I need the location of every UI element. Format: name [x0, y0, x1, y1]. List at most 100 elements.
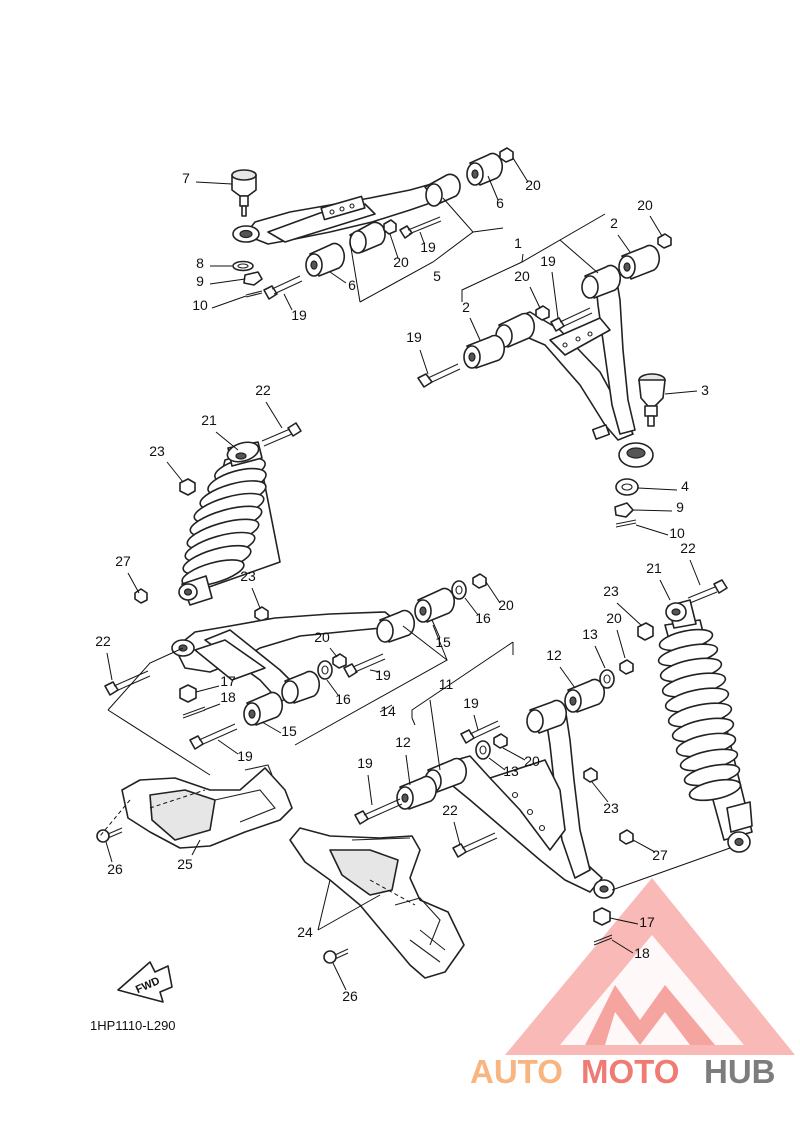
callout-c26b: 26: [342, 988, 358, 1004]
washer-16-upper: [451, 580, 467, 600]
callout-c4: 4: [681, 478, 689, 494]
ball-joint-right: [638, 373, 666, 427]
bolt-19-upper-left: [399, 216, 442, 239]
callout-c3: 3: [701, 382, 709, 398]
callout-c16b: 16: [335, 691, 351, 707]
nut-20-right-lower-a: [619, 659, 634, 675]
nut-20-lower-left-b: [332, 653, 347, 669]
callout-c9b: 9: [676, 499, 684, 515]
callout-c19c: 19: [291, 307, 307, 323]
callout-c23a: 23: [149, 443, 165, 459]
nut-27-right: [619, 829, 634, 845]
callout-c13b: 13: [503, 763, 519, 779]
callout-c11: 11: [439, 676, 454, 692]
callout-c6a: 6: [496, 195, 504, 211]
callout-c14: 14: [380, 703, 396, 719]
bolt-19-mid-left: [263, 275, 303, 300]
callout-c19e: 19: [375, 667, 391, 683]
callout-c10b: 10: [669, 525, 685, 541]
shock-absorber-right: [657, 599, 753, 853]
pin-18-left: [182, 706, 206, 719]
callout-c9a: 9: [196, 273, 204, 289]
washer-13-upper: [599, 669, 615, 689]
watermark-logo: [505, 878, 795, 1055]
callout-c19b: 19: [540, 253, 556, 269]
guard-25-left: [121, 764, 293, 849]
callout-c19d: 19: [406, 329, 422, 345]
callout-c1: 1: [514, 235, 522, 251]
callout-c20d: 20: [514, 268, 530, 284]
callout-c18b: 18: [634, 945, 650, 961]
pin-18-right: [593, 934, 613, 946]
bushing-2-upper: [618, 244, 661, 280]
washer-nut-pin-upper-left: [232, 260, 263, 298]
bushing-12-lower: [396, 775, 438, 810]
leader-lines: [99, 157, 731, 991]
watermark-m-shape: [585, 985, 715, 1045]
bolt-19-right-mid: [550, 307, 593, 332]
callout-c22b: 22: [680, 540, 696, 556]
callout-c27b: 27: [652, 847, 668, 863]
watermark-auto: AUTO: [470, 1053, 563, 1090]
callout-c20h: 20: [524, 753, 540, 769]
bushing-15-upper: [414, 587, 456, 623]
nut-27-left: [134, 588, 148, 604]
bushing-6-upper: [466, 152, 504, 186]
screw-26-left: [96, 827, 123, 843]
callout-c20c: 20: [393, 254, 409, 270]
bushing-15-lower: [243, 691, 284, 726]
nut-20-right-mid: [535, 305, 550, 321]
callout-c23c: 23: [603, 583, 619, 599]
washer-nut-pin-right: [614, 478, 639, 528]
bolt-19-right-lower-b: [354, 798, 403, 825]
callout-c15a: 15: [435, 634, 451, 650]
washer-16-lower: [317, 660, 333, 680]
nut-23-right-top: [637, 622, 654, 641]
callout-c8: 8: [196, 255, 204, 271]
upper-arm-left: [232, 173, 461, 254]
bolt-22-left-top: [261, 422, 302, 447]
callout-c24: 24: [297, 924, 313, 940]
callout-c7: 7: [182, 170, 190, 186]
lower-arm-right: [424, 699, 615, 899]
callout-c22c: 22: [95, 633, 111, 649]
nut-17-right: [593, 907, 611, 926]
callout-c26a: 26: [107, 861, 123, 877]
callout-c22a: 22: [255, 382, 271, 398]
callout-c21a: 21: [201, 412, 217, 428]
bolt-22-right-top: [687, 579, 728, 604]
nut-23-left: [179, 478, 196, 496]
lower-arm-left: [171, 609, 416, 704]
nut-20-lower-left-a: [472, 573, 487, 589]
callout-c5: 5: [433, 268, 441, 284]
callout-c17b: 17: [639, 914, 655, 930]
bushing-2-lower: [463, 334, 506, 369]
callout-c23d: 23: [603, 800, 619, 816]
callout-c10a: 10: [192, 297, 208, 313]
nut-20-upper-left: [383, 219, 397, 235]
callout-c20b: 20: [637, 197, 653, 213]
callout-c15b: 15: [281, 723, 297, 739]
callout-c19h: 19: [357, 755, 373, 771]
watermark-hub: HUB: [704, 1053, 776, 1090]
bolt-22-left-lower: [104, 670, 151, 696]
callout-c13a: 13: [582, 626, 598, 642]
callout-c27a: 27: [115, 553, 131, 569]
callout-c19g: 19: [237, 748, 253, 764]
callout-c22d: 22: [442, 802, 458, 818]
callout-c20g: 20: [314, 629, 330, 645]
nut-17-left: [179, 684, 197, 703]
screw-26-right: [323, 948, 349, 964]
nut-20-right-lower-b: [493, 733, 508, 749]
callout-c19a: 19: [420, 239, 436, 255]
upper-arm-right: [495, 264, 654, 468]
callout-c21b: 21: [646, 560, 662, 576]
ball-joint-upper-left: [231, 169, 257, 217]
bushing-6-lower: [305, 242, 346, 277]
watermark-text: AUTO MOTO HUB: [470, 1053, 776, 1090]
callout-c20e: 20: [498, 597, 514, 613]
callout-c25: 25: [177, 856, 193, 872]
bushing-12-upper: [564, 678, 606, 713]
